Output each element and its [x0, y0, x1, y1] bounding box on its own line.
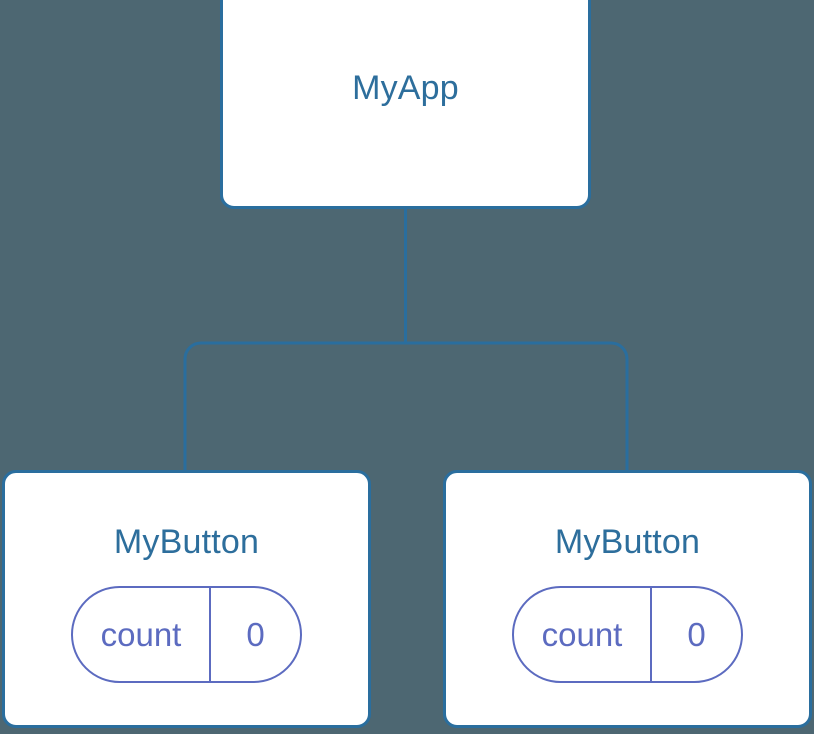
state-key-child-1: count	[100, 616, 182, 653]
node-title-child-2: MyButton	[554, 523, 701, 561]
node-card-child-2[interactable]: MyButton count 0	[443, 470, 812, 728]
state-key-child-2: count	[541, 616, 623, 653]
state-value-child-2: 0	[687, 616, 706, 653]
node-title-child-1: MyButton	[113, 523, 260, 561]
state-pill-child-2[interactable]: count 0	[512, 586, 743, 683]
state-pill-divider-child-1	[209, 588, 211, 681]
state-pill-divider-child-2	[650, 588, 652, 681]
state-pill-child-1[interactable]: count 0	[71, 586, 302, 683]
node-title-root: MyApp	[352, 68, 459, 107]
state-value-child-1: 0	[246, 616, 265, 653]
connector-branch-left	[183, 341, 406, 470]
node-card-child-1[interactable]: MyButton count 0	[2, 470, 371, 728]
connector-branch-right	[405, 341, 629, 470]
node-card-root[interactable]: MyApp	[220, 0, 591, 209]
